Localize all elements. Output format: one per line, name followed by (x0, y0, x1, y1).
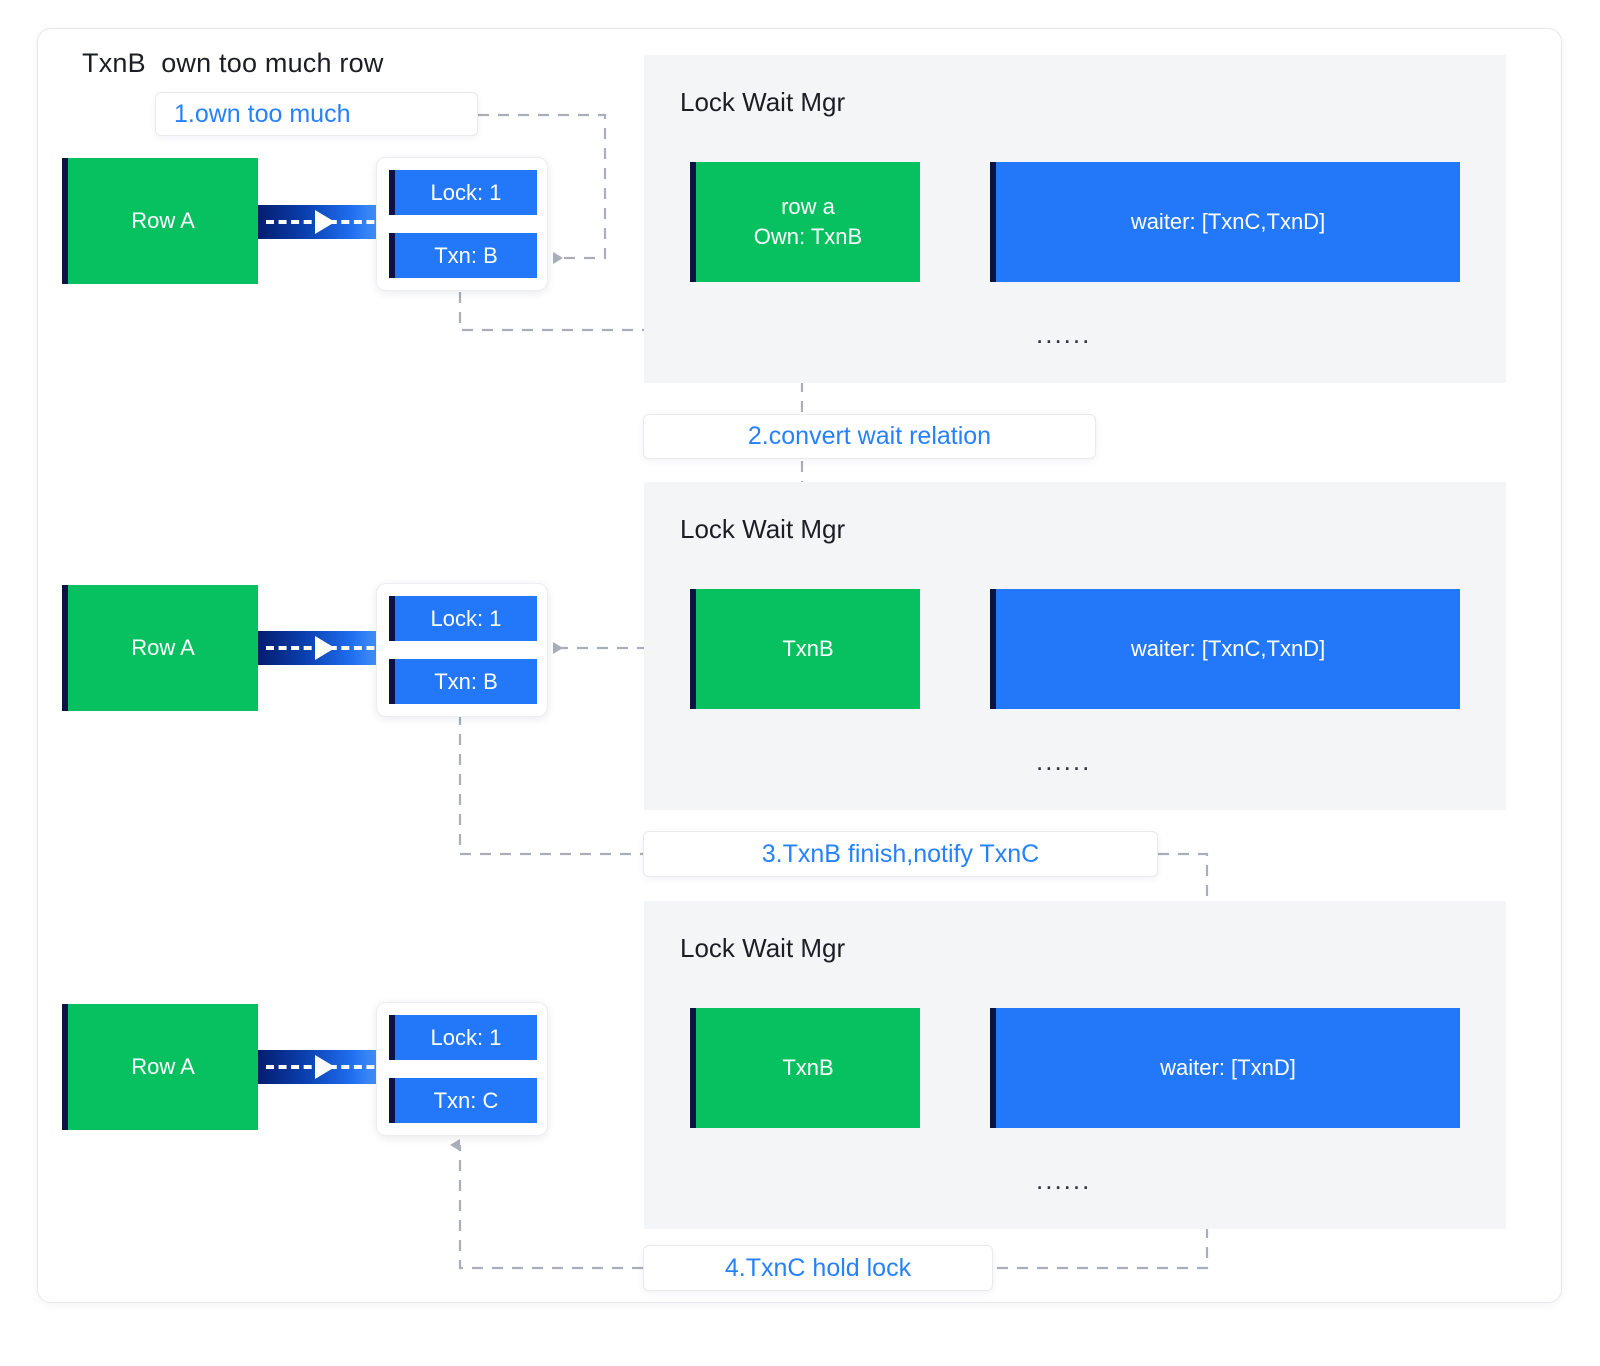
lock-wait-mgr-title: Lock Wait Mgr (680, 514, 846, 544)
panel-ellipsis-1: ...... (1036, 319, 1092, 349)
owner-box-stage-3: TxnB (690, 1008, 920, 1128)
owner-row-label: row a (781, 193, 835, 219)
waiter-label: waiter: [TxnD] (1160, 1055, 1296, 1080)
lock-txn-label: Txn: C (433, 1087, 499, 1113)
waiter-label: waiter: [TxnC,TxnD] (1130, 209, 1326, 234)
row-a-box-stage-3: Row A (62, 1004, 258, 1130)
lock-wait-mgr-panel-2: Lock Wait Mgr TxnB waiter: [TxnC,TxnD] .… (644, 482, 1506, 810)
row-a-label: Row A (131, 1053, 195, 1079)
lock-card-stage-1: Lock: 1 Txn: B (376, 157, 548, 291)
step-label-1[interactable]: 1.own too much (155, 92, 478, 136)
lock-wait-mgr-panel-3: Lock Wait Mgr TxnB waiter: [TxnD] ...... (644, 901, 1506, 1229)
connector-arrow-icon (314, 1055, 335, 1079)
panel-ellipsis-3: ...... (1036, 1165, 1092, 1195)
waiter-box-stage-1: waiter: [TxnC,TxnD] (990, 162, 1460, 282)
waiter-box-stage-2: waiter: [TxnC,TxnD] (990, 589, 1460, 709)
lock-wait-mgr-title: Lock Wait Mgr (680, 933, 846, 963)
lock-txn-label: Txn: B (434, 668, 498, 694)
lock-count-row: Lock: 1 (389, 1015, 537, 1060)
lock-count-row: Lock: 1 (389, 170, 537, 215)
lock-txn-row: Txn: B (389, 659, 537, 704)
panel-ellipsis-2: ...... (1036, 746, 1092, 776)
lock-card-stage-2: Lock: 1 Txn: B (376, 583, 548, 717)
lock-txn-row: Txn: B (389, 233, 537, 278)
owner-txn-label: Own: TxnB (753, 224, 863, 249)
row-a-box-stage-1: Row A (62, 158, 258, 284)
step-label-2[interactable]: 2.convert wait relation (643, 414, 1096, 459)
lock-card-stage-3: Lock: 1 Txn: C (376, 1002, 548, 1136)
owner-txn-label: TxnB (782, 1054, 834, 1080)
lock-wait-mgr-panel-1: Lock Wait Mgr row a Own: TxnB waiter: [T… (644, 55, 1506, 383)
owner-txn-label: TxnB (782, 635, 834, 661)
waiter-box-stage-3: waiter: [TxnD] (990, 1008, 1460, 1128)
lock-count-row: Lock: 1 (389, 596, 537, 641)
lock-wait-mgr-title: Lock Wait Mgr (680, 87, 846, 117)
lock-connector-stage-1 (258, 205, 391, 239)
connector-arrow-icon (314, 210, 335, 234)
step-label-4[interactable]: 4.TxnC hold lock (643, 1245, 993, 1291)
owner-box-stage-1: row a Own: TxnB (690, 162, 920, 282)
waiter-label: waiter: [TxnC,TxnD] (1130, 636, 1326, 661)
row-a-box-stage-2: Row A (62, 585, 258, 711)
lock-count-label: Lock: 1 (430, 179, 502, 205)
lock-txn-label: Txn: B (434, 242, 498, 268)
page-title: TxnB own too much row (82, 48, 384, 78)
lock-txn-row: Txn: C (389, 1078, 537, 1123)
lock-count-label: Lock: 1 (430, 1024, 502, 1050)
owner-box-stage-2: TxnB (690, 589, 920, 709)
connector-arrow-icon (314, 636, 335, 660)
lock-connector-stage-2 (258, 631, 391, 665)
lock-connector-stage-3 (258, 1050, 391, 1084)
row-a-label: Row A (131, 207, 195, 233)
lock-count-label: Lock: 1 (430, 605, 502, 631)
step-label-3[interactable]: 3.TxnB finish,notify TxnC (643, 831, 1158, 877)
row-a-label: Row A (131, 634, 195, 660)
